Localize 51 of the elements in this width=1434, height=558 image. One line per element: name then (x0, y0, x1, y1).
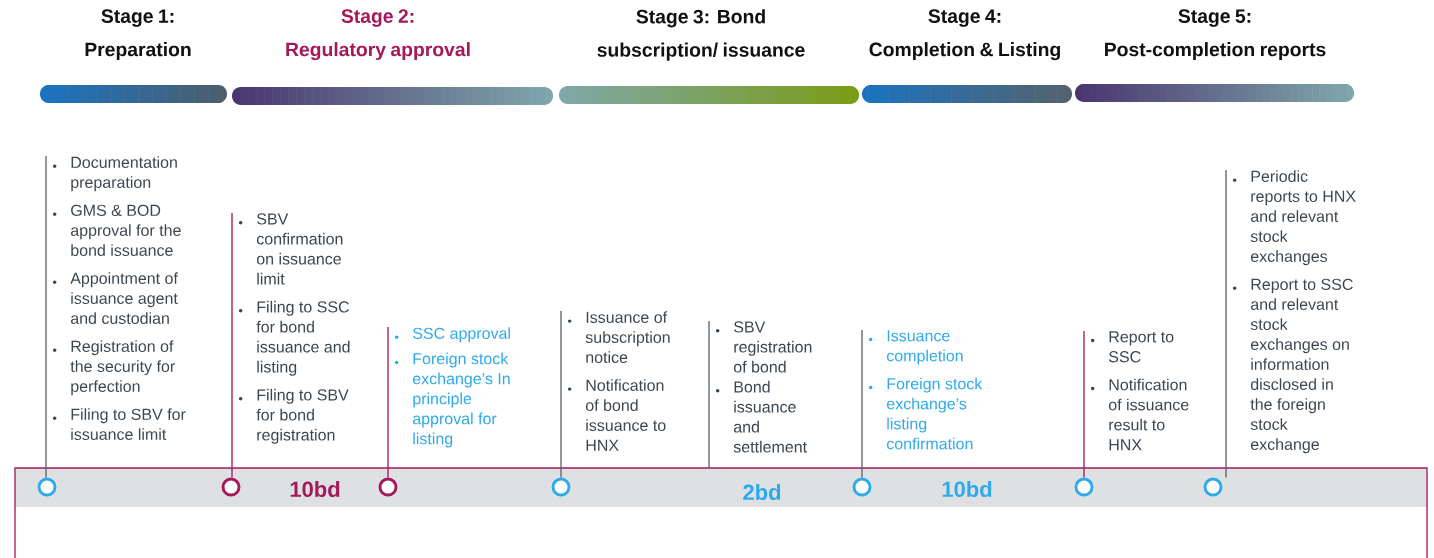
duration-label: 2bd (743, 483, 781, 501)
duration-label: 10bd (942, 480, 992, 498)
list-item: GMS & BOD approval for the bond issuance (52, 204, 181, 256)
connector-line (861, 329, 863, 479)
milestone-circle (852, 477, 872, 497)
list-item: Registration of the security for perfection (52, 340, 175, 396)
stage-heading: Stage 2: Regulatory approval (286, 9, 470, 61)
milestone-circle (551, 477, 571, 497)
list-item: Foreign stock exchange’s In principle approval for listing (394, 352, 510, 448)
list-item: SSC approval (394, 327, 510, 343)
list-item: Foreign stock exchange’s listing confirmation (868, 377, 983, 450)
stage-heading: Stage 3: Bond subscription/ issuance (597, 9, 805, 61)
list-item: Report to SSC and relevant stock exchanges on information disclosed in the foreign stock exchange (1232, 278, 1353, 454)
bullet-list (1090, 331, 1189, 451)
list-item: Filing to SBV for issuance limit (52, 408, 186, 440)
list-item: Bond issuance and settlement (715, 380, 807, 453)
milestone-circle (37, 477, 57, 497)
connector-line (45, 155, 47, 479)
list-item: Issuance completion (868, 330, 963, 365)
list-item: Documentation preparation (52, 156, 177, 192)
list-item: SBV confirmation on issuance limit (238, 213, 343, 285)
duration-label: 10bd (290, 480, 340, 498)
bullet-list (394, 327, 510, 448)
bullet-list (567, 311, 670, 451)
milestone-circle (221, 477, 241, 497)
milestone-circle (378, 477, 398, 497)
milestone-circle (1074, 477, 1094, 497)
list-item: Notification of issuance result to HNX (1090, 378, 1189, 451)
list-item: SBV registration of bond (715, 321, 812, 373)
list-item: Appointment of issuance agent and custodian (52, 272, 178, 324)
bullet-list (715, 321, 812, 453)
connector-line (387, 326, 389, 479)
connector-line (1083, 330, 1085, 479)
stage-heading: Stage 1: Preparation (85, 9, 191, 61)
bullet-list (52, 156, 186, 440)
list-item: Periodic reports to HNX and relevant stock exchanges (1232, 170, 1356, 266)
connector-line (231, 212, 233, 479)
bullet-list (238, 213, 350, 444)
list-item: Report to SSC (1090, 331, 1174, 363)
list-item: Issuance of subscription notice (567, 311, 670, 363)
stage-heading: Stage 5: Post-completion reports (1105, 9, 1326, 61)
stage-heading: Stage 4: Completion & Listing (869, 9, 1060, 61)
connector-line (708, 320, 710, 469)
list-item: Notification of bond issuance to HNX (567, 379, 666, 451)
milestone-circle (1203, 477, 1223, 497)
bullet-list (1232, 170, 1356, 454)
list-item: Filing to SSC for bond issuance and listing (238, 300, 350, 376)
bullet-list (868, 330, 983, 450)
connector-line (560, 310, 562, 479)
connector-line (1225, 169, 1227, 479)
list-item: Filing to SBV for bond registration (238, 388, 349, 444)
